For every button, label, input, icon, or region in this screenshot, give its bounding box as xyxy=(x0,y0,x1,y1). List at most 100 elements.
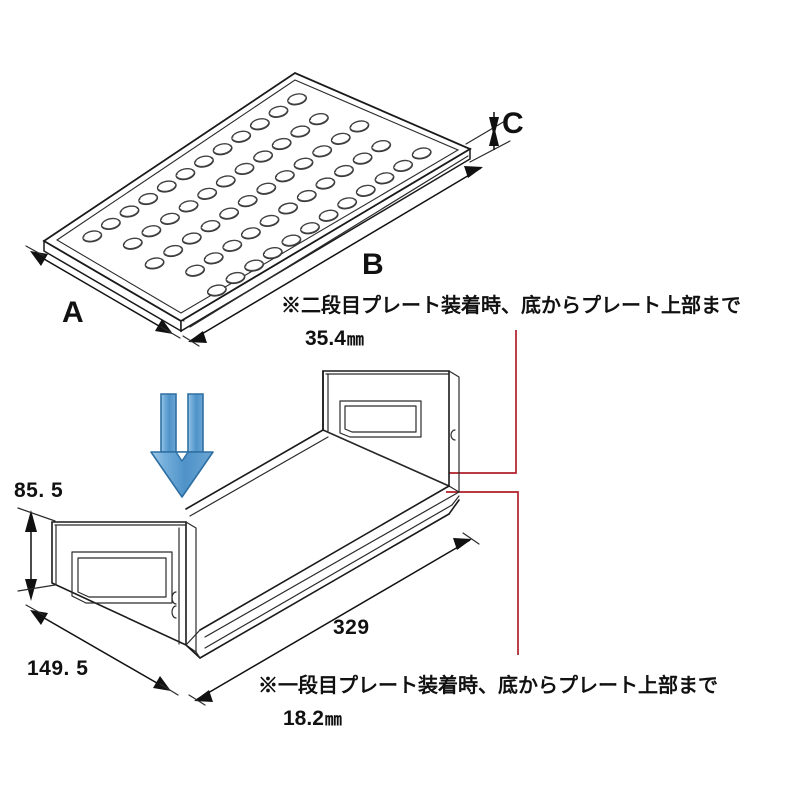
plate-rim-line-right-2 xyxy=(189,155,469,328)
dim-length-witness-start xyxy=(188,694,206,706)
dim-width-witness-start xyxy=(25,604,45,616)
plate-hole-rim xyxy=(287,95,307,105)
dimension-height: 85. 5 xyxy=(14,479,63,601)
plate-hole-rim xyxy=(120,207,139,217)
dim-b-witness-start xyxy=(182,335,200,347)
far-panel-handle-slot-inner xyxy=(344,405,417,433)
plate-hole-rim xyxy=(235,165,254,175)
plate-hole-rim xyxy=(185,267,205,277)
plate-hole-top-arc xyxy=(207,284,226,292)
plate-hole-rim xyxy=(213,145,233,155)
plate-hole-top-arc xyxy=(160,212,179,220)
plate-hole-top-arc xyxy=(288,93,306,101)
tray-floor xyxy=(185,495,460,659)
plate-hole-rim xyxy=(300,224,320,234)
tray-group: 85. 5 149. 5 329 xyxy=(14,370,480,706)
plate-hole-top-arc xyxy=(232,130,250,138)
dim-height-arrow-bottom xyxy=(25,579,37,601)
plate-hole-rim xyxy=(238,197,258,207)
plate-hole-top-arc xyxy=(186,264,204,272)
dim-height-arrow-top xyxy=(25,510,37,532)
plate-hole-top-arc xyxy=(213,143,232,151)
plate-hole-top-arc xyxy=(220,207,238,215)
plate-hole-rim xyxy=(297,192,317,202)
plate-hole-top-arc xyxy=(145,257,164,265)
near-panel-tab-1 xyxy=(171,591,177,605)
plate-hole-rim xyxy=(316,179,335,189)
arrow-shaft-left xyxy=(160,393,177,453)
plate-hole-top-arc xyxy=(338,197,356,205)
floor-front-edge-2 xyxy=(204,504,453,649)
dimension-a: A xyxy=(25,245,181,339)
plate-hole-top-arc xyxy=(176,168,194,176)
dim-a-line xyxy=(31,251,172,334)
floor-interior-join xyxy=(185,629,201,646)
far-panel-fold xyxy=(448,370,460,493)
dim-a-label: A xyxy=(62,296,84,329)
near-panel-handle-slot-outer xyxy=(71,551,173,604)
plate-hole-rim xyxy=(160,215,180,225)
plate-hole-top-arc xyxy=(101,217,120,225)
plate-hole-top-arc xyxy=(269,105,288,113)
plate-hole-top-arc xyxy=(319,209,338,217)
plate-hole-rim xyxy=(375,174,394,184)
plate-hole-rim xyxy=(250,120,270,130)
leader-line-first-tier xyxy=(446,491,519,655)
plate-hole-top-arc xyxy=(356,184,375,192)
arrow-shaft-right xyxy=(187,393,204,453)
dim-b-arrow-start xyxy=(188,331,207,343)
plate-hole-top-arc xyxy=(297,189,316,197)
plate-hole-rim xyxy=(157,182,177,192)
dim-b-label: B xyxy=(362,248,384,281)
plate-hole-rim xyxy=(145,259,165,269)
plate-hole-top-arc xyxy=(120,205,139,213)
dim-width-arrow-start xyxy=(30,610,48,625)
plate-hole-top-arc xyxy=(164,244,182,252)
plate-hole-rim xyxy=(272,140,292,150)
plate-hole-top-arc xyxy=(235,162,254,170)
plate-hole-rim xyxy=(319,212,339,222)
arrow-notch xyxy=(175,451,189,462)
dim-c-witness-bottom xyxy=(469,140,511,163)
dim-length-arrow-start xyxy=(194,690,213,702)
plate-hole-rim xyxy=(244,261,264,272)
plate-hole-top-arc xyxy=(272,137,291,145)
plate-hole-rim xyxy=(207,286,227,296)
plate-hole-top-arc xyxy=(372,140,390,148)
plate-hole-top-arc xyxy=(241,227,260,235)
plate-hole-top-arc xyxy=(275,170,294,178)
plate-hole-top-arc xyxy=(204,252,223,260)
plate-hole-rim xyxy=(219,209,239,220)
plate-hole-rim xyxy=(201,222,220,232)
plate-hole-top-arc xyxy=(179,200,198,208)
floor-front-corner xyxy=(185,644,201,659)
dim-c-arrow-bottom xyxy=(489,126,499,146)
plate-hole-top-arc xyxy=(394,159,412,167)
dim-height-witness-top xyxy=(17,507,56,522)
near-panel-depth-fold xyxy=(185,521,197,653)
note-first-tier-text: ※一段目プレート装着時、底からプレート上部まで xyxy=(258,673,718,697)
plate-hole-top-arc xyxy=(350,120,368,128)
perforated-plate-group: A B C xyxy=(25,71,524,347)
plate-hole-top-arc xyxy=(142,225,160,233)
plate-hole-top-arc xyxy=(194,155,213,163)
leader-lines xyxy=(446,330,519,655)
plate-hole-top-arc xyxy=(223,239,241,247)
far-panel-bottom-edge xyxy=(322,429,450,487)
note-second-tier-group: ※二段目プレート装着時、底からプレート上部まで 35.4㎜ xyxy=(281,293,741,350)
note-second-tier-text: ※二段目プレート装着時、底からプレート上部まで xyxy=(281,293,741,317)
dim-length-witness-end xyxy=(462,532,480,545)
plate-top-inset-border xyxy=(55,79,460,314)
tray-back-wall xyxy=(185,370,460,638)
plate-hole-rim xyxy=(393,162,413,172)
dim-height-witness-bottom xyxy=(17,584,56,592)
dimension-length: 329 xyxy=(188,532,480,706)
plate-hole-top-arc xyxy=(263,247,282,255)
plate-hole-top-arc xyxy=(309,113,328,121)
plate-hole-rim xyxy=(275,172,295,182)
dim-c-witness-top xyxy=(465,120,506,145)
plate-hole-rim xyxy=(182,234,202,244)
dim-a-witness-start xyxy=(25,245,45,257)
plate-hole-rim xyxy=(350,122,369,132)
